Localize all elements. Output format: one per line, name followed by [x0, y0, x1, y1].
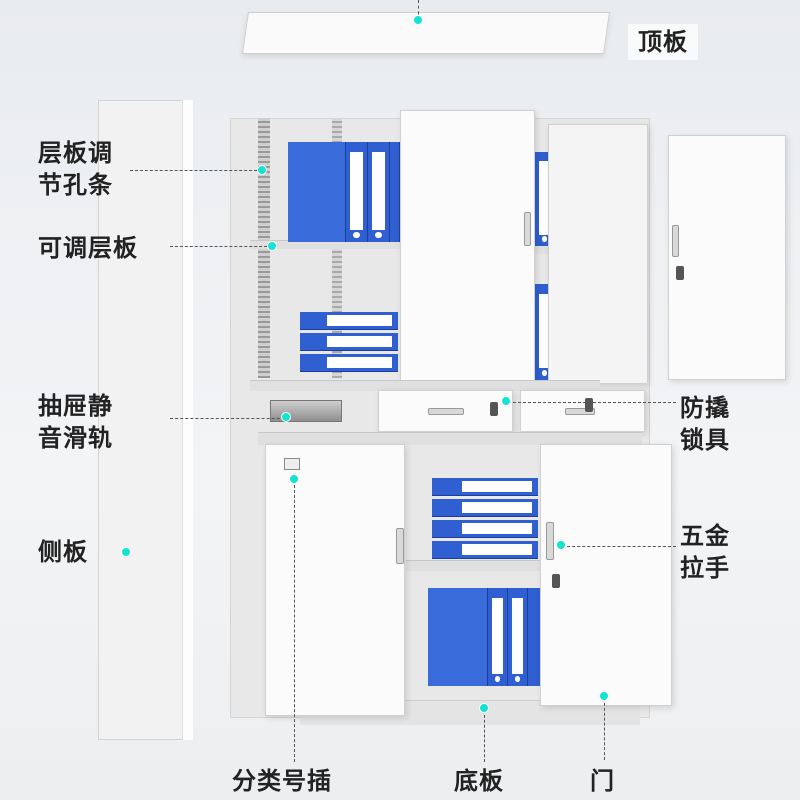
upper-door-right-open [548, 124, 648, 384]
lower-door-left [265, 444, 405, 716]
top-panel-marker [413, 15, 423, 25]
far-right-door-lock-icon [676, 266, 684, 280]
binder [432, 520, 538, 538]
category-slot-graphic [284, 458, 300, 470]
lock-leader [508, 402, 676, 403]
label-anti-pry-lock: 防撬 锁具 [680, 394, 730, 454]
binder [488, 588, 508, 686]
category-slot-marker [289, 474, 299, 484]
binder [288, 142, 346, 242]
drawer-right-lock-icon [585, 398, 593, 412]
binder [300, 312, 398, 330]
binder [368, 142, 390, 242]
label-hardware-handle: 五金 拉手 [680, 522, 730, 582]
label-side-panel: 侧板 [38, 538, 88, 566]
drawer-rail-leader [170, 418, 290, 419]
label-category-slot: 分类号插 [232, 767, 332, 795]
top-panel-leader [418, 0, 419, 20]
binder [300, 333, 398, 351]
binder [508, 588, 528, 686]
lower-middle-shelf [406, 560, 541, 571]
binder [390, 142, 400, 242]
shelf-marker [267, 241, 277, 251]
drawer-top-shelf [250, 380, 600, 391]
hole-strip-leader [130, 170, 262, 171]
binder [432, 541, 538, 559]
drawer-left-handle [428, 408, 464, 415]
binder [300, 354, 398, 372]
lower-door-right-lock-icon [552, 574, 560, 588]
lower-door-left-handle [396, 528, 404, 564]
label-door: 门 [590, 767, 615, 795]
category-slot-leader [294, 480, 295, 762]
hole-strip-marker [257, 165, 267, 175]
side-panel-graphic [98, 100, 190, 740]
far-right-door-handle [672, 225, 679, 257]
binder [346, 142, 368, 242]
label-adjustable-shelf: 可调层板 [38, 234, 138, 262]
handle-leader [562, 546, 676, 547]
side-panel-edge [182, 100, 193, 740]
binder [428, 588, 488, 686]
bottom-panel-leader [484, 710, 485, 762]
binder [432, 499, 538, 517]
upper-door-handle [524, 212, 531, 246]
drawer-rail-marker [281, 412, 291, 422]
label-shelf-hole-strip: 层板调 节孔条 [38, 139, 113, 199]
side-panel-marker [121, 547, 131, 557]
upper-door-far-right [668, 135, 786, 380]
door-leader [604, 698, 605, 760]
drawer-right-handle [565, 408, 595, 415]
upper-door-center [400, 110, 535, 382]
lower-door-right [540, 444, 672, 706]
lock-marker [501, 396, 511, 406]
drawer-left-lock-icon [490, 402, 498, 416]
handle-marker [556, 540, 566, 550]
bottom-panel-marker [479, 703, 489, 713]
door-marker [599, 691, 609, 701]
binder [432, 478, 538, 496]
label-drawer-rail: 抽屉静 音滑轨 [38, 392, 113, 452]
lower-top-shelf [258, 432, 642, 445]
lower-door-right-handle [546, 522, 554, 560]
top-panel-graphic [242, 12, 610, 54]
label-bottom-panel: 底板 [454, 767, 504, 795]
shelf-leader [170, 246, 272, 247]
label-top-panel: 顶板 [628, 24, 698, 60]
